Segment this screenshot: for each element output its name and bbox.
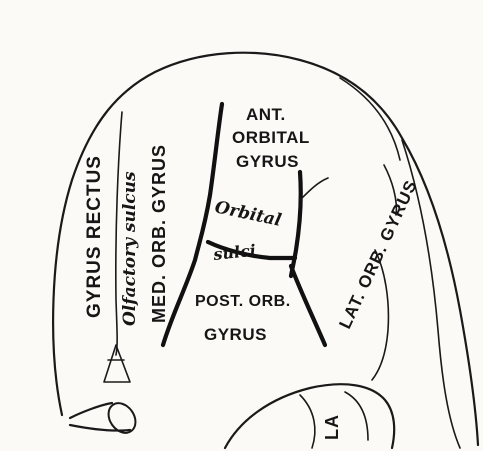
olfactory-cut-end bbox=[70, 403, 112, 418]
lateral-orbital-sulcus-lower bbox=[291, 266, 325, 345]
sylvian-contour bbox=[300, 395, 315, 448]
lateral-orbital-sulcus-upper bbox=[291, 172, 301, 276]
post-orb-label-1: POST. ORB. bbox=[195, 293, 291, 310]
ant-orbital-label-2: ORBITAL bbox=[232, 128, 310, 147]
temporal-pole-outline bbox=[225, 384, 394, 448]
sulcus-branch-upper-right bbox=[300, 178, 328, 200]
med-orb-gyrus-label: MED. ORB. GYRUS bbox=[149, 144, 169, 323]
temporal-pole-inner bbox=[345, 392, 368, 440]
ant-orbital-label-3: GYRUS bbox=[236, 152, 299, 171]
gyrus-rectus-label: GYRUS RECTUS bbox=[84, 155, 105, 318]
ant-orbital-label-1: ANT. bbox=[246, 105, 286, 124]
orbital-sulci-label-2: sulci bbox=[211, 241, 256, 264]
la-fragment-label: LA bbox=[322, 414, 342, 440]
lat-orb-gyrus-label: LAT. ORB. GYRUS bbox=[335, 177, 421, 332]
olfactory-sulcus-label: Olfactory sulcus bbox=[120, 171, 140, 326]
orbital-sulci-label-1: Orbital bbox=[213, 197, 284, 231]
post-orb-label-2: GYRUS bbox=[204, 325, 267, 344]
